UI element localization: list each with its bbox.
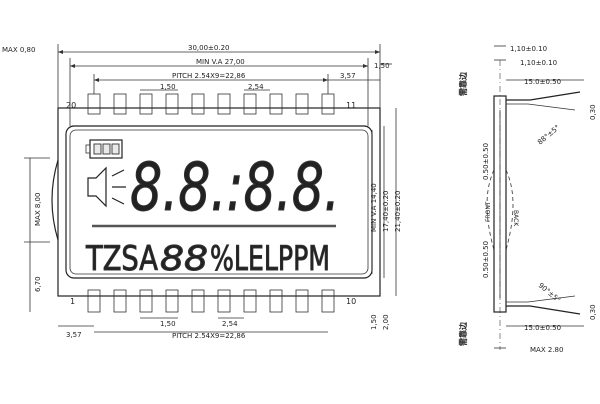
- view-area: [69, 129, 369, 275]
- dim-pin-spacing-bottom: 2,54: [222, 320, 238, 328]
- side-glass: [493, 95, 507, 313]
- side-dim-bottom: 15.0±0.50: [524, 324, 561, 332]
- side-max-thickness: MAX 2.80: [530, 346, 563, 354]
- dim-right-margin: 1,50: [374, 62, 390, 70]
- dim-max-height: MAX 8,00: [34, 193, 42, 226]
- main-digits: 8.8.:8.8.: [130, 149, 341, 227]
- main-digit-display: 8.8.:8.8.: [130, 149, 340, 226]
- dim-pin-offset-left: 3,57: [66, 331, 82, 339]
- dim-min-va: MIN V.A 27,00: [196, 58, 245, 66]
- bottom-dimensions: 3,57 1,50 2,54 PITCH 2.54X9=22,86: [58, 317, 328, 340]
- dim-min-va-height: MIN V.A 14,40: [370, 183, 378, 232]
- angle-top: 88°±5°: [536, 124, 561, 147]
- dim-pin-width-bottom: 1,50: [160, 320, 176, 328]
- angle-bottom: 90°±5°: [537, 281, 562, 304]
- dim-pitch-top: PITCH 2.54X9=22,86: [172, 72, 246, 80]
- dim-pin-length: 6,70: [34, 276, 42, 292]
- right-dimensions: MIN V.A 14,40 17,40±0.20 21,40±0.20 1,50…: [370, 108, 402, 330]
- lead-bottom: [506, 305, 581, 315]
- bottom-pins: [87, 289, 335, 313]
- front-view: 20 11 1 10 8.8.:8.8. TZSA 88 %LELPPM: [2, 44, 402, 340]
- dim-pitch-bottom: PITCH 2.54X9=22,86: [172, 332, 246, 340]
- lead-top: [506, 91, 581, 101]
- unit-labels: %LELPPM: [210, 239, 330, 279]
- dim-va-height: 17,40±0.20: [382, 191, 390, 233]
- side-view: 1,10±0.10 1,10±0.10 15.0±0.50 0,30 0,30 …: [458, 45, 597, 354]
- left-dimensions: MAX 0,80 MAX 8,00 6,70: [2, 46, 50, 312]
- edge-seal: [51, 159, 59, 241]
- speaker-icon: [87, 166, 126, 208]
- side-gap-bottom: 0,30: [589, 304, 597, 320]
- pin-label-20: 20: [66, 101, 76, 110]
- clip-curve: [486, 169, 495, 251]
- dim-overall-width: 30,00±0.20: [188, 44, 230, 52]
- edge-marker-bottom: 需靠边: [458, 321, 468, 346]
- top-dimensions: 30,00±0.20 MIN V.A 27,00 PITCH 2.54X9=22…: [57, 44, 392, 126]
- small-digits: 88: [160, 239, 208, 279]
- lead-offset-top: 0.50±0.50: [482, 143, 490, 180]
- top-pins: [87, 93, 335, 115]
- module-outline: [57, 107, 381, 297]
- side-gap-top: 0,30: [589, 104, 597, 120]
- label-front: FRONT: [485, 201, 492, 222]
- side-dim-3: 15.0±0.50: [524, 78, 561, 86]
- dim-pin-offset-right: 3,57: [340, 72, 356, 80]
- dim-max-thickness: MAX 0,80: [2, 46, 35, 54]
- pin-label-1: 1: [70, 297, 75, 306]
- label-back: BACK: [512, 210, 519, 227]
- side-dim-1: 1,10±0.10: [510, 45, 547, 53]
- mode-letters: TZSA: [85, 239, 158, 279]
- dim-overall-height: 21,40±0.20: [394, 191, 402, 233]
- dim-bottom-pin-b: 2,00: [382, 314, 390, 330]
- battery-icon: [85, 139, 123, 159]
- pin-label-10: 10: [346, 297, 356, 306]
- pin-label-11: 11: [346, 101, 356, 110]
- dim-pin-width-top: 1,50: [160, 83, 176, 91]
- edge-marker-top: 需靠边: [458, 71, 468, 96]
- dim-bottom-pin-a: 1,50: [370, 314, 378, 330]
- side-dim-2: 1,10±0.10: [520, 59, 557, 67]
- lead-offset-bottom: 0.50±0.50: [482, 241, 490, 278]
- dim-pin-spacing-top: 2,54: [248, 83, 264, 91]
